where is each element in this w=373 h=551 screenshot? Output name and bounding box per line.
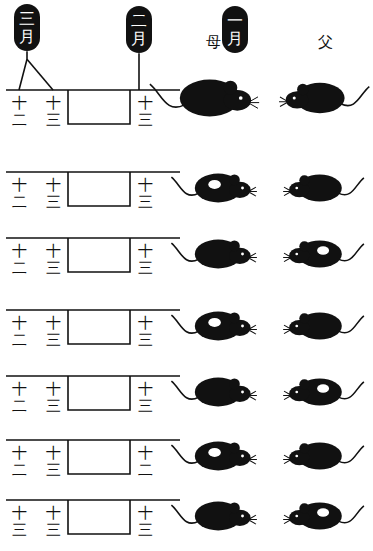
count-number: 十二 <box>12 95 27 128</box>
count-number: 十三 <box>46 315 61 348</box>
father-label: 父 <box>318 34 333 51</box>
count-number: 十三 <box>46 505 61 538</box>
mouse-figure <box>283 502 364 529</box>
count-number: 十二 <box>12 177 27 210</box>
mouse-figure <box>150 80 259 117</box>
count-number: 十三 <box>12 505 27 538</box>
mouse-figure <box>283 378 364 405</box>
mouse-figure <box>283 312 364 339</box>
count-number: 十二 <box>12 381 27 414</box>
lineage-lines <box>6 51 180 534</box>
mouse-figure <box>279 83 369 113</box>
mouse-figure <box>171 502 257 531</box>
count-number: 十三 <box>138 381 153 414</box>
mouse-figure <box>171 442 257 471</box>
count-number: 十三 <box>46 445 61 478</box>
count-number: 十二 <box>12 315 27 348</box>
count-number: 十二 <box>12 445 27 478</box>
cartouche-text: 一月 <box>227 12 243 47</box>
count-number: 十三 <box>138 177 153 210</box>
mouse-figure <box>171 312 257 341</box>
mouse-figure <box>283 174 364 201</box>
count-number: 十二 <box>138 445 153 478</box>
count-number: 十三 <box>46 177 61 210</box>
mouse-figure <box>171 378 257 407</box>
mouse-figure <box>283 240 364 267</box>
count-number: 十三 <box>138 95 153 128</box>
count-number: 十三 <box>138 243 153 276</box>
cartouche: 三月 <box>14 4 40 51</box>
mouse-figure <box>171 240 257 269</box>
count-number: 十三 <box>138 315 153 348</box>
cartouche: 一月 <box>222 6 248 53</box>
count-number: 十二 <box>12 243 27 276</box>
cartouche: 二月 <box>126 6 152 53</box>
count-number: 十三 <box>46 381 61 414</box>
mouse-figure <box>283 442 364 469</box>
cartouche-text: 二月 <box>131 12 147 47</box>
cartouche-text: 三月 <box>19 10 35 45</box>
count-number: 十三 <box>46 243 61 276</box>
count-number: 十三 <box>46 95 61 128</box>
mouse-figure <box>171 174 257 203</box>
count-number: 十三 <box>138 505 153 538</box>
mother-label: 母 <box>206 34 221 51</box>
